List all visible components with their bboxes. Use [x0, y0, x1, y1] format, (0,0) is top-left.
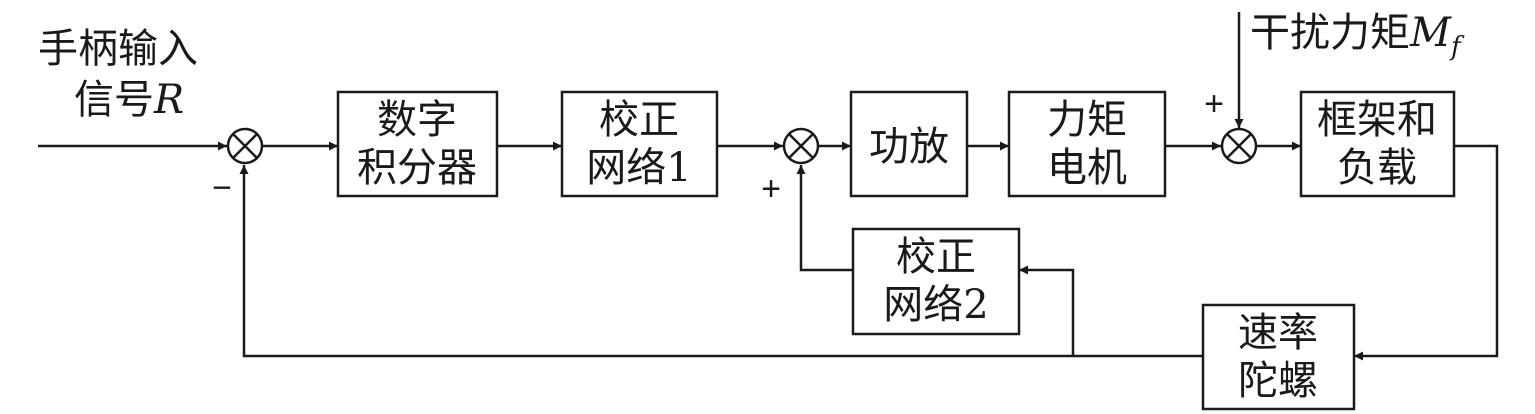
rate-gyro-line1: 速率: [1238, 310, 1318, 356]
block-corrector-network-2: 校正 网络2: [851, 227, 1021, 336]
wire-corrector2-to-sum2: [796, 165, 853, 272]
block-power-amplifier: 功放: [849, 90, 969, 198]
sum1-minus-sign: −: [212, 169, 232, 207]
wire-gyro-to-sum1: [239, 165, 1203, 358]
integrator-line2: 积分器: [357, 145, 477, 191]
block-torque-motor: 力矩 电机: [1007, 90, 1167, 198]
summing-junction-1: [226, 127, 264, 165]
torque-motor-line1: 力矩: [1047, 97, 1127, 143]
input-label-prefix: 信号: [74, 77, 154, 123]
input-label-symbol: R: [153, 77, 184, 123]
input-signal-label: 手柄输入 信号R: [38, 26, 198, 123]
block-corrector-network-1: 校正 网络1: [560, 90, 719, 198]
disturbance-label-symbol: M: [1409, 10, 1452, 56]
summing-junction-3: [1220, 127, 1258, 165]
amplifier-label: 功放: [869, 124, 949, 170]
wire-load-to-gyro: [1354, 144, 1499, 361]
summing-junction-2: [782, 127, 820, 165]
disturbance-label-subscript: f: [1449, 32, 1465, 62]
input-label-line1: 手柄输入: [38, 26, 198, 72]
frame-load-line2: 负载: [1337, 145, 1417, 191]
corrector2-line1: 校正: [896, 234, 976, 280]
integrator-line1: 数字: [377, 97, 457, 143]
block-frame-and-load: 框架和 负载: [1299, 90, 1456, 198]
wire-branch-to-corrector2: [1019, 265, 1075, 356]
corrector1-line1: 校正: [599, 97, 679, 143]
rate-gyro-line2: 陀螺: [1238, 358, 1318, 404]
input-label-line2: 信号R: [74, 77, 184, 123]
block-rate-gyro: 速率 陀螺: [1201, 303, 1356, 411]
torque-motor-line2: 电机: [1047, 145, 1127, 191]
disturbance-torque-label: 干扰力矩Mf: [1250, 10, 1465, 62]
sum2-plus-sign: +: [761, 170, 781, 208]
corrector1-line2: 网络1: [586, 145, 691, 191]
feedback-paths: [239, 144, 1499, 361]
sum3-plus-sign: +: [1204, 85, 1224, 123]
frame-load-line1: 框架和: [1317, 97, 1437, 143]
corrector2-line2: 网络2: [883, 282, 988, 328]
disturbance-label-text: 干扰力矩: [1250, 10, 1410, 56]
block-digital-integrator: 数字 积分器: [336, 90, 499, 198]
